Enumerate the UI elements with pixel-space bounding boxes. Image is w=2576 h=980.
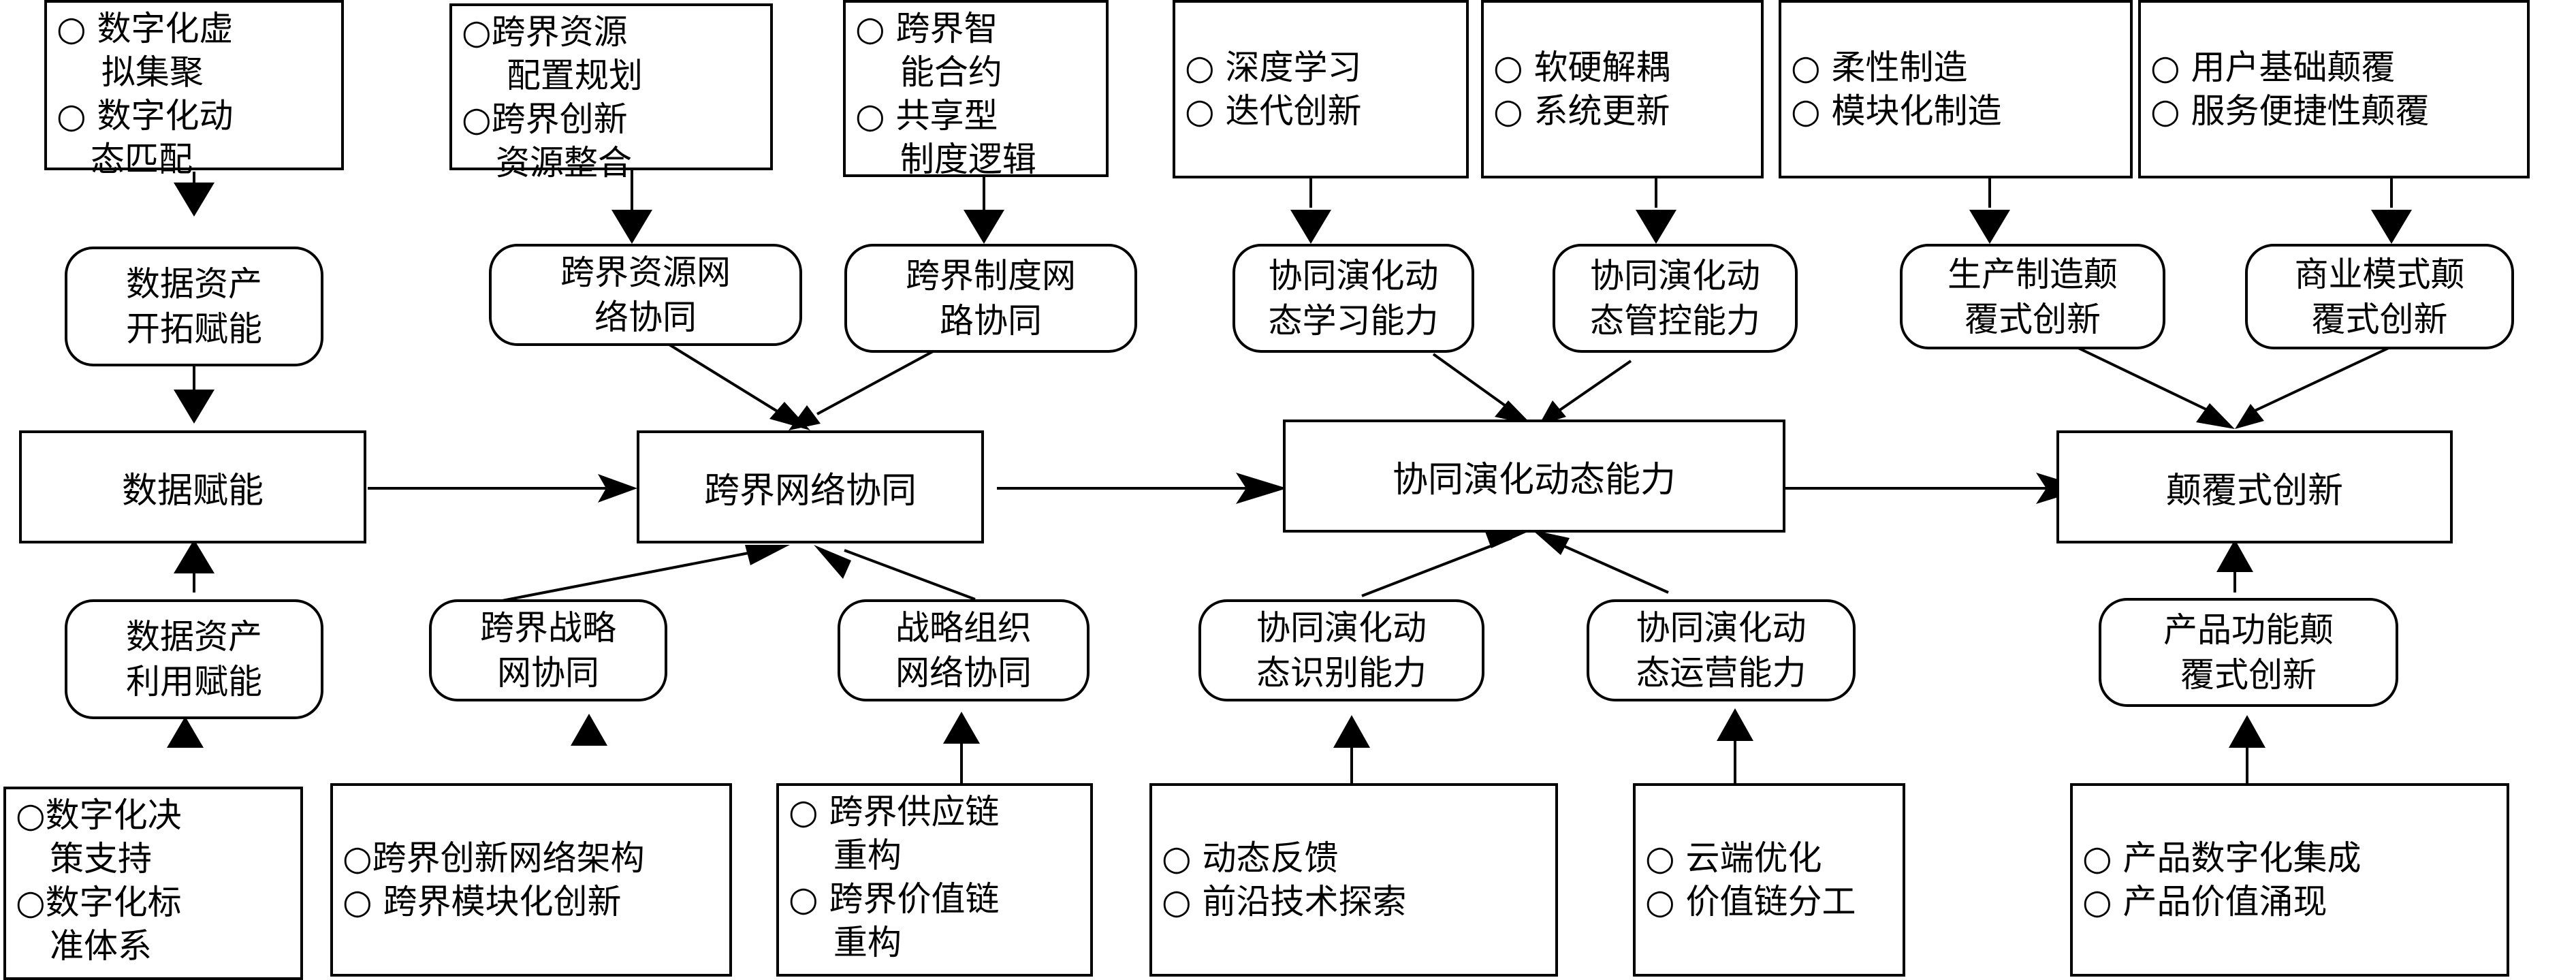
- detail-item: ○ 价值链分工: [1645, 882, 1856, 921]
- node-b4: 战略组织网络协同: [838, 599, 1090, 701]
- node-a2: 数据资产利用赋能: [65, 599, 323, 719]
- detail-item: ○ 跨界模块化创新: [343, 882, 622, 921]
- detail-item: ○ 数字化动 态匹配: [57, 96, 234, 179]
- arrow-c4-n3: [1545, 537, 1669, 594]
- detail-item: ○ 产品价值涌现: [2082, 882, 2327, 921]
- node-c1: 协同演化动态学习能力: [1233, 244, 1474, 353]
- detail-b-bottom-2: ○ 跨界供应链 重构○ 跨界价值链 重构: [776, 783, 1093, 977]
- arrow-b2-n2: [816, 349, 935, 415]
- node-cross-boundary-network: 跨界网络协同: [637, 430, 984, 543]
- detail-c-top-2: ○ 软硬解耦 ○ 系统更新: [1481, 0, 1764, 178]
- node-d2: 商业模式颠覆式创新: [2245, 244, 2514, 349]
- node-label: 数据赋能: [121, 470, 264, 511]
- detail-item: ○ 跨界智 能合约: [855, 9, 1002, 92]
- detail-item: ○ 云端优化: [1645, 838, 1822, 878]
- detail-item: ○ 跨界供应链 重构: [789, 792, 1000, 875]
- line: 态识别能力: [1256, 653, 1427, 693]
- detail-item: ○ 动态反馈: [1162, 838, 1339, 878]
- detail-item: ○ 前沿技术探索: [1162, 882, 1407, 921]
- line: 态学习能力: [1268, 301, 1439, 341]
- line: 数据资产: [126, 264, 262, 304]
- line: 商业模式颠: [2294, 254, 2465, 294]
- line: 数据资产: [126, 617, 262, 657]
- node-disruptive-innovation: 颠覆式创新: [2056, 430, 2453, 543]
- line: 产品功能颠: [2163, 610, 2334, 650]
- detail-item: ○ 共享型 制度逻辑: [855, 96, 1036, 179]
- line: 跨界战略: [480, 608, 616, 648]
- node-label: 跨界网络协同: [703, 470, 917, 511]
- detail-item: ○ 软硬解耦: [1493, 48, 1670, 87]
- detail-item: ○ 产品数字化集成: [2082, 838, 2362, 878]
- detail-item: ○ 服务便捷性颠覆: [2150, 91, 2430, 131]
- node-coevolution-capability: 协同演化动态能力: [1283, 420, 1785, 533]
- node-b3: 跨界战略网协同: [429, 599, 667, 701]
- line: 态运营能力: [1636, 653, 1807, 693]
- detail-item: ○ 迭代创新: [1185, 91, 1362, 131]
- detail-item: ○ 跨界价值链 重构: [789, 879, 1000, 962]
- line: 协同演化动: [1268, 256, 1439, 296]
- detail-c-bottom-1: ○ 动态反馈 ○ 前沿技术探索: [1149, 783, 1558, 977]
- detail-d-top-1: ○ 柔性制造 ○ 模块化制造: [1779, 0, 2133, 178]
- detail-b-top-2: ○ 跨界智 能合约○ 共享型 制度逻辑: [843, 0, 1109, 179]
- detail-b-top-1: ○跨界资源 配置规划○跨界创新 资源整合: [449, 3, 773, 183]
- line: 态管控能力: [1590, 301, 1760, 341]
- arrow-d1-n4: [2076, 346, 2214, 414]
- node-c3: 协同演化动态识别能力: [1198, 599, 1484, 701]
- line: 跨界资源网: [560, 253, 731, 292]
- line: 络协同: [594, 298, 697, 337]
- node-data-empowerment: 数据赋能: [19, 430, 366, 543]
- line: 协同演化动: [1590, 256, 1760, 296]
- node-c2: 协同演化动态管控能力: [1553, 244, 1798, 353]
- line: 利用赋能: [126, 662, 262, 701]
- detail-item: ○ 模块化制造: [1791, 91, 2002, 131]
- line: 网络协同: [895, 653, 1032, 693]
- node-b2: 跨界制度网路协同: [844, 244, 1137, 353]
- node-label: 颠覆式创新: [2165, 470, 2343, 511]
- detail-a-top: ○ 数字化虚 拟集聚○ 数字化动 态匹配: [44, 0, 344, 179]
- node-c4: 协同演化动态运营能力: [1587, 599, 1856, 701]
- line: 协同演化动: [1636, 608, 1807, 648]
- detail-item: ○ 用户基础颠覆: [2150, 48, 2396, 87]
- detail-a-bottom: ○数字化决 策支持○数字化标 准体系: [3, 787, 303, 980]
- line: 覆式创新: [2180, 655, 2317, 695]
- detail-item: ○跨界资源 配置规划: [462, 12, 643, 95]
- detail-item: ○数字化标 准体系: [16, 883, 182, 966]
- detail-c-bottom-2: ○ 云端优化 ○ 价值链分工: [1633, 783, 1905, 977]
- detail-item: ○ 柔性制造: [1791, 48, 1968, 87]
- detail-item: ○跨界创新 资源整合: [462, 99, 632, 183]
- line: 路协同: [940, 301, 1042, 341]
- detail-item: ○ 数字化虚 拟集聚: [57, 9, 234, 92]
- line: 网协同: [497, 653, 599, 693]
- arrow-d2-n4: [2250, 346, 2391, 414]
- line: 协同演化动: [1256, 608, 1427, 648]
- line: 覆式创新: [1965, 299, 2101, 339]
- line: 覆式创新: [2311, 299, 2448, 339]
- line: 开拓赋能: [126, 309, 262, 349]
- detail-item: ○ 深度学习: [1185, 48, 1362, 87]
- arrow-c1-n3: [1432, 353, 1516, 414]
- line: 跨界制度网: [906, 256, 1076, 296]
- detail-item: ○跨界创新网络架构: [343, 838, 645, 878]
- node-d1: 生产制造颠覆式创新: [1900, 244, 2165, 349]
- node-b1: 跨界资源网络协同: [489, 244, 802, 346]
- node-label: 协同演化动态能力: [1392, 459, 1676, 501]
- node-a1: 数据资产开拓赋能: [65, 247, 323, 366]
- line: 战略组织: [895, 608, 1032, 648]
- line: 生产制造颠: [1947, 254, 2118, 294]
- arrow-c3-n3: [1361, 537, 1512, 597]
- arrow-b4-n2: [844, 549, 976, 601]
- arrow-c2-n3: [1555, 360, 1632, 414]
- detail-item: ○ 系统更新: [1493, 91, 1670, 131]
- detail-d-top-2: ○ 用户基础颠覆 ○ 服务便捷性颠覆: [2138, 0, 2530, 178]
- arrow-b1-n2: [656, 336, 783, 415]
- node-d3: 产品功能颠覆式创新: [2099, 598, 2398, 707]
- detail-d-bottom: ○ 产品数字化集成 ○ 产品价值涌现: [2070, 783, 2509, 977]
- detail-item: ○数字化决 策支持: [16, 795, 182, 879]
- detail-c-top-1: ○ 深度学习 ○ 迭代创新: [1173, 0, 1469, 178]
- detail-b-bottom-1: ○跨界创新网络架构 ○ 跨界模块化创新: [330, 783, 732, 977]
